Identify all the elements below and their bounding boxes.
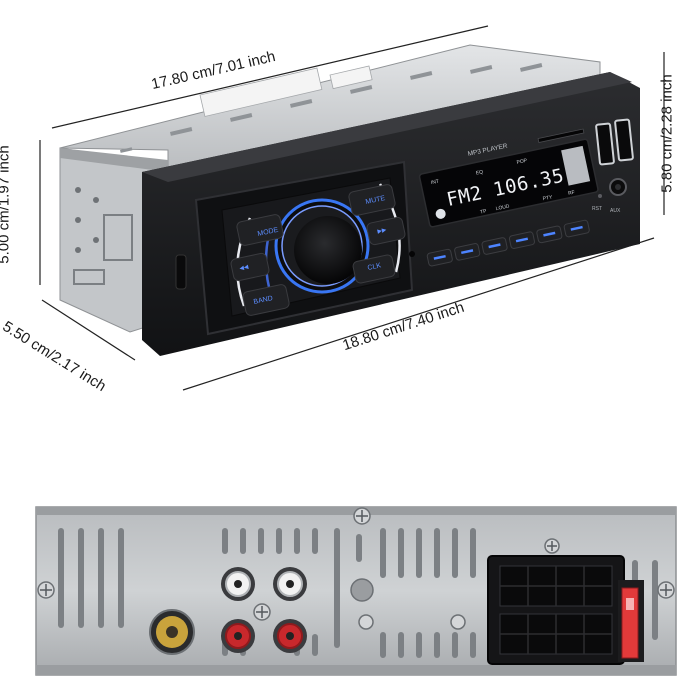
- lcd-tag-pop: POP: [516, 158, 528, 166]
- metal-chassis: [59, 44, 601, 333]
- usb-ports[interactable]: [595, 118, 634, 166]
- rst-button[interactable]: [598, 194, 602, 198]
- mute-button[interactable]: MUTE: [348, 184, 396, 217]
- lcd-tag-int: INT: [430, 179, 439, 187]
- mode-button[interactable]: MODE: [236, 214, 284, 247]
- lcd-tag-tp: TP: [480, 208, 488, 215]
- volume-knob[interactable]: [274, 198, 370, 294]
- aux-label: AUX: [610, 208, 621, 214]
- rca-outputs[interactable]: [221, 567, 307, 653]
- band-button[interactable]: BAND: [242, 284, 290, 317]
- rst-label: RST: [592, 206, 602, 212]
- preset-buttons[interactable]: [426, 219, 590, 267]
- lcd-tag-eq: EQ: [475, 169, 483, 176]
- lcd-tag-rf: RF: [568, 190, 576, 197]
- aux-jack[interactable]: [609, 178, 627, 196]
- iso-connector[interactable]: [487, 555, 644, 665]
- mute-label: MUTE: [365, 195, 386, 206]
- antenna-jack[interactable]: [149, 609, 195, 655]
- sd-card-slot[interactable]: [537, 128, 585, 144]
- lcd-tag-pty: PTY: [542, 194, 553, 202]
- screws: [37, 507, 675, 630]
- clk-button[interactable]: CLK: [352, 254, 396, 284]
- mode-label: MODE: [257, 227, 279, 238]
- svg-text:◂◂: ◂◂: [238, 261, 249, 273]
- mic-hole: [409, 251, 415, 257]
- clk-label: CLK: [367, 262, 382, 272]
- prev-button[interactable]: ◂◂: [230, 252, 270, 282]
- svg-text:▸▸: ▸▸: [376, 224, 387, 236]
- left-height-label: 5.00 cm/1.97 inch: [0, 145, 13, 264]
- dimension-lines: [39, 25, 665, 391]
- band-label: BAND: [253, 295, 273, 306]
- rear-panel: [35, 506, 677, 676]
- next-button[interactable]: ▸▸: [366, 216, 406, 246]
- disc-icon: [435, 208, 446, 219]
- right-height-label: 5.80 cm/2.28 inch: [658, 74, 676, 193]
- lcd-tag-loud: LOUD: [495, 203, 510, 212]
